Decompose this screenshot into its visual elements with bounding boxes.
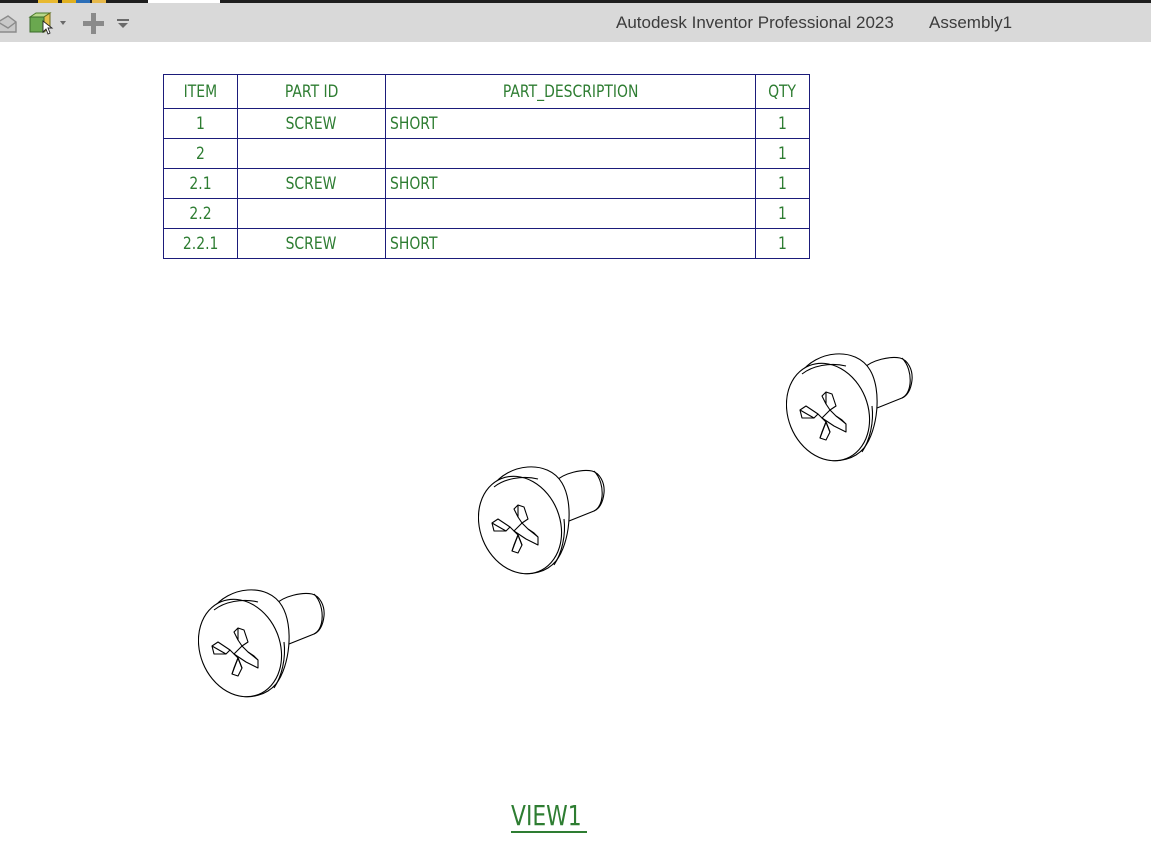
document-name: Assembly1 — [929, 13, 1013, 32]
cell-qty: 1 — [755, 168, 810, 199]
cell-item: 2.2.1 — [163, 228, 238, 259]
screw-drawing-1[interactable] — [198, 580, 333, 705]
drawing-canvas[interactable]: ITEM PART ID PART_DESCRIPTION QTY 1 SCRE… — [0, 42, 1151, 859]
open-envelope-icon — [0, 15, 17, 33]
title-bar: Autodesk Inventor Professional 2023 Asse… — [0, 3, 1151, 42]
chevron-down-icon — [60, 21, 66, 25]
plus-icon — [83, 13, 104, 34]
table-row[interactable]: 2.2 1 — [163, 198, 810, 229]
cell-part-id: SCREW — [237, 168, 386, 199]
cell-description — [385, 198, 756, 229]
header-qty: QTY — [755, 74, 810, 109]
table-row[interactable]: 1 SCREW SHORT 1 — [163, 108, 810, 139]
cell-part-id — [237, 138, 386, 169]
cell-description: SHORT — [385, 228, 756, 259]
screw-icon — [786, 350, 913, 469]
screw-drawing-3[interactable] — [786, 344, 921, 469]
table-row[interactable]: 2 1 — [163, 138, 810, 169]
assembly-button[interactable] — [28, 11, 54, 35]
cell-qty: 1 — [755, 228, 810, 259]
cell-part-id: SCREW — [237, 228, 386, 259]
cell-item: 2.2 — [163, 198, 238, 229]
cell-part-id: SCREW — [237, 108, 386, 139]
cell-description: SHORT — [385, 168, 756, 199]
screw-drawing-2[interactable] — [478, 457, 613, 582]
table-row[interactable]: 2.1 SCREW SHORT 1 — [163, 168, 810, 199]
table-row[interactable]: 2.2.1 SCREW SHORT 1 — [163, 228, 810, 259]
cell-item: 1 — [163, 108, 238, 139]
cell-item: 2.1 — [163, 168, 238, 199]
cell-qty: 1 — [755, 198, 810, 229]
assembly-dropdown[interactable] — [57, 11, 69, 35]
cell-qty: 1 — [755, 138, 810, 169]
customize-toolbar-button[interactable] — [114, 11, 132, 35]
cell-part-id — [237, 198, 386, 229]
header-part-description: PART_DESCRIPTION — [385, 74, 756, 109]
header-item: ITEM — [163, 74, 238, 109]
screw-icon — [478, 463, 605, 582]
view-label[interactable]: VIEW1 — [511, 799, 582, 832]
view-label-underline — [511, 831, 587, 833]
cell-description — [385, 138, 756, 169]
header-part-id: PART ID — [237, 74, 386, 109]
new-button[interactable] — [80, 11, 106, 35]
screw-icon — [198, 586, 325, 705]
open-button[interactable] — [0, 11, 20, 35]
cell-description: SHORT — [385, 108, 756, 139]
cell-qty: 1 — [755, 108, 810, 139]
customize-dropdown-icon — [117, 19, 129, 28]
assembly-cube-icon — [28, 12, 54, 35]
app-title: Autodesk Inventor Professional 2023 — [616, 13, 894, 32]
parts-list-table[interactable]: ITEM PART ID PART_DESCRIPTION QTY 1 SCRE… — [163, 74, 810, 259]
cell-item: 2 — [163, 138, 238, 169]
window-top-edge — [0, 0, 1151, 3]
parts-list-header-row: ITEM PART ID PART_DESCRIPTION QTY — [163, 74, 810, 109]
